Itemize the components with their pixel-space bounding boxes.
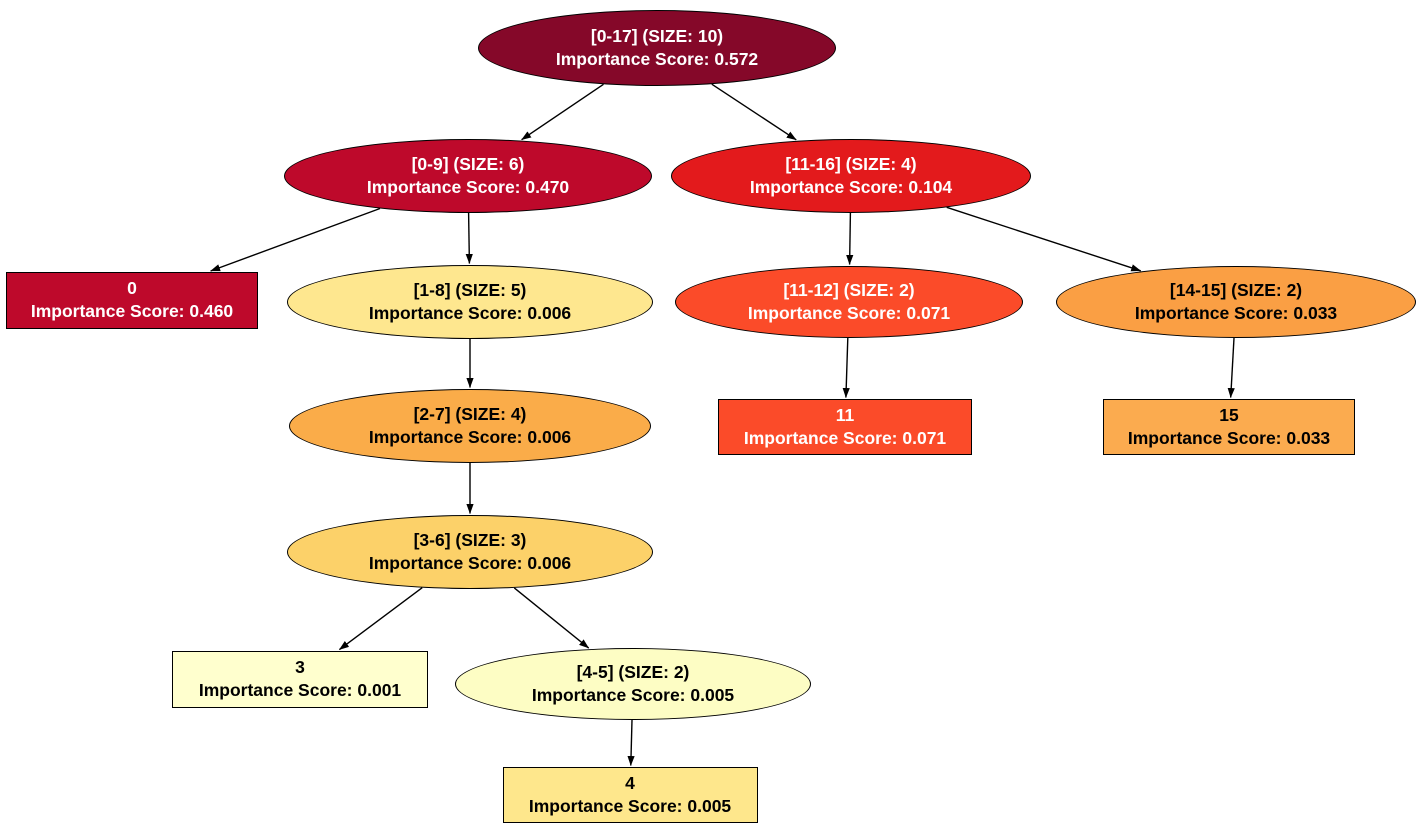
node-score: Importance Score: 0.005 bbox=[528, 796, 732, 816]
node-score: Importance Score: 0.006 bbox=[368, 303, 572, 323]
node-label: [3-6] (SIZE: 3) bbox=[413, 529, 527, 550]
node-score: Importance Score: 0.001 bbox=[198, 680, 402, 700]
node-label: 0 bbox=[127, 277, 137, 298]
edge-n11-16-to-n11-12 bbox=[846, 212, 854, 265]
node-score: Importance Score: 0.104 bbox=[749, 177, 953, 197]
node-label: [1-8] (SIZE: 5) bbox=[413, 279, 527, 300]
node-label: 11 bbox=[835, 404, 855, 425]
node-score: Importance Score: 0.071 bbox=[743, 428, 947, 448]
tree-node-n11-16: [11-16] (SIZE: 4) Importance Score: 0.104 bbox=[671, 139, 1031, 213]
node-label: [14-15] (SIZE: 2) bbox=[1169, 279, 1303, 300]
edge-n0-9-to-n1-8 bbox=[465, 212, 473, 264]
edge-n3-6-to-leaf3 bbox=[338, 587, 423, 651]
node-score: Importance Score: 0.572 bbox=[555, 49, 759, 69]
node-label: [11-12] (SIZE: 2) bbox=[783, 279, 915, 300]
node-score: Importance Score: 0.033 bbox=[1127, 428, 1331, 448]
tree-node-n0-17: [0-17] (SIZE: 10) Importance Score: 0.572 bbox=[478, 10, 836, 86]
node-label: [0-9] (SIZE: 6) bbox=[411, 153, 525, 174]
node-score: Importance Score: 0.460 bbox=[30, 301, 234, 321]
edge-n14-15-to-leaf15 bbox=[1227, 337, 1235, 398]
node-score: Importance Score: 0.005 bbox=[531, 685, 735, 705]
edge-n0-17-to-n0-9 bbox=[521, 83, 604, 141]
node-label: 3 bbox=[295, 656, 305, 677]
node-label: [4-5] (SIZE: 2) bbox=[576, 661, 690, 682]
node-score: Importance Score: 0.071 bbox=[747, 303, 951, 323]
node-label: [2-7] (SIZE: 4) bbox=[413, 403, 527, 424]
tree-node-n4-5: [4-5] (SIZE: 2) Importance Score: 0.005 bbox=[455, 648, 811, 720]
tree-node-n14-15: [14-15] (SIZE: 2) Importance Score: 0.033 bbox=[1056, 266, 1416, 338]
edge-n3-6-to-n4-5 bbox=[513, 587, 590, 649]
node-score: Importance Score: 0.006 bbox=[368, 427, 572, 447]
tree-node-n0-9: [0-9] (SIZE: 6) Importance Score: 0.470 bbox=[284, 139, 652, 213]
edge-n11-16-to-n14-15 bbox=[946, 206, 1142, 272]
edge-n4-5-to-leaf4 bbox=[627, 719, 635, 766]
tree-node-n3-6: [3-6] (SIZE: 3) Importance Score: 0.006 bbox=[287, 515, 653, 589]
tree-node-n1-8: [1-8] (SIZE: 5) Importance Score: 0.006 bbox=[287, 265, 653, 339]
node-score: Importance Score: 0.006 bbox=[368, 553, 572, 573]
tree-node-n2-7: [2-7] (SIZE: 4) Importance Score: 0.006 bbox=[289, 389, 651, 463]
node-label: [11-16] (SIZE: 4) bbox=[785, 153, 917, 174]
edge-n11-12-to-leaf11 bbox=[842, 337, 850, 398]
node-score: Importance Score: 0.033 bbox=[1134, 303, 1338, 323]
edge-n0-17-to-n11-16 bbox=[711, 83, 797, 141]
tree-node-n11-12: [11-12] (SIZE: 2) Importance Score: 0.071 bbox=[675, 266, 1023, 338]
node-label: [0-17] (SIZE: 10) bbox=[590, 25, 724, 46]
edge-n0-9-to-leaf0 bbox=[210, 207, 381, 272]
node-label: 4 bbox=[625, 772, 635, 793]
node-label: 15 bbox=[1219, 404, 1239, 425]
node-score: Importance Score: 0.470 bbox=[366, 177, 570, 197]
